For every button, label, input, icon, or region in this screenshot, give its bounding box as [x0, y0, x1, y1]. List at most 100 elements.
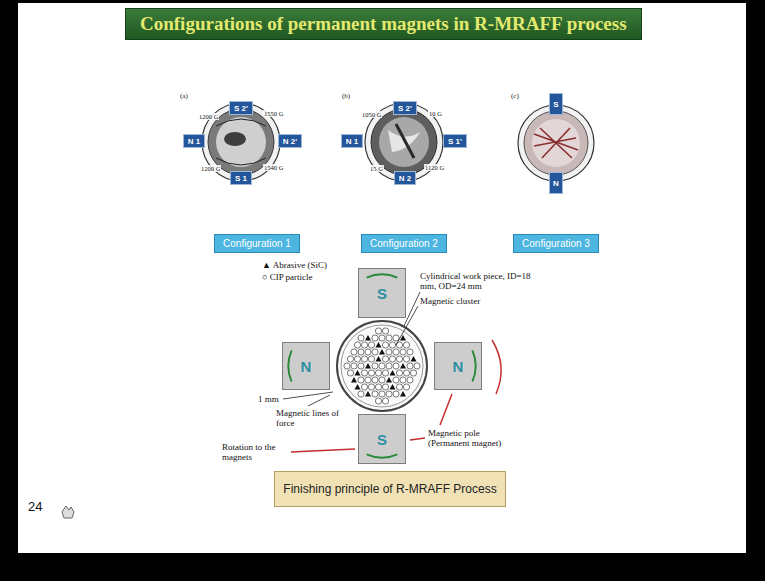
node-text: N 2 [399, 174, 411, 183]
cip-particle [393, 377, 399, 383]
magnet-tag: S 2' [393, 101, 417, 115]
cip-particle [389, 342, 395, 348]
annotation-line [440, 394, 452, 425]
magnetic-field-arc [367, 274, 398, 277]
node-text: N [453, 358, 464, 375]
cip-particle [403, 384, 409, 390]
node-text: S [377, 431, 387, 448]
cip-particle [361, 370, 367, 376]
cip-particle [347, 370, 353, 376]
configuration-button: Configuration 3 [513, 234, 599, 253]
particle-cluster [224, 132, 246, 146]
cip-particle [400, 377, 406, 383]
photo-rim [518, 105, 594, 181]
cip-particle [372, 391, 378, 397]
cip-particle [365, 377, 371, 383]
workpiece-ring [524, 111, 588, 175]
cip-particle [407, 377, 413, 383]
abrasive-particle [379, 349, 385, 355]
annotation-label: 1550 G [263, 110, 284, 117]
node-text: N 1 [188, 137, 200, 146]
annotation-label: (c) [511, 92, 519, 100]
cip-particle [375, 384, 381, 390]
annotation-label: (b) [342, 92, 350, 100]
magnetic-field-arc [472, 350, 475, 381]
node-text: S 1 [235, 174, 247, 183]
cip-particle [375, 328, 381, 334]
magnet-tag: S [549, 93, 563, 115]
node-text: S 2' [398, 104, 412, 113]
cip-particle [386, 335, 392, 341]
abrasive-particle [355, 384, 361, 390]
cip-particle [400, 349, 406, 355]
cip-particle [407, 349, 413, 355]
cip-particle [358, 335, 364, 341]
abrasive-particle [365, 363, 371, 369]
magnet-tag: N 1 [183, 134, 205, 148]
cip-particle [393, 335, 399, 341]
cip-particle [372, 349, 378, 355]
cip-particle [382, 342, 388, 348]
cip-particle [375, 398, 381, 404]
node-text: N [553, 179, 559, 188]
leader-line [308, 395, 330, 406]
cip-particle [403, 356, 409, 362]
annotation-label: 10 G [428, 110, 443, 117]
cip-particle [386, 363, 392, 369]
cip-particle [368, 370, 374, 376]
abrasive-particle [365, 335, 371, 341]
workpiece-cross-section [337, 321, 427, 411]
cip-particle [379, 377, 385, 383]
cip-particle [414, 363, 420, 369]
slide-number: 24 [28, 500, 42, 515]
node-text: S 2' [234, 104, 248, 113]
cip-particle [358, 363, 364, 369]
annotation-label: Rotation to the magnets [222, 442, 288, 463]
configuration-button: Configuration 1 [214, 234, 300, 253]
cip-particle [347, 356, 353, 362]
abrasive-particle [351, 377, 357, 383]
leader-line [283, 392, 333, 399]
cip-particle [351, 363, 357, 369]
cip-particle [396, 384, 402, 390]
cip-particle [407, 363, 413, 369]
slide-title: Configurations of permanent magnets in R… [140, 13, 627, 35]
magnet-pole: N [282, 342, 330, 390]
annotation-label: Magnetic cluster [420, 296, 480, 306]
abrasive-particle [390, 384, 396, 390]
cip-particle [361, 342, 367, 348]
sample-photo [518, 105, 594, 181]
cip-particle [368, 384, 374, 390]
magnet-tag: N 2 [394, 171, 416, 185]
cip-particle [386, 349, 392, 355]
cip-particle [393, 349, 399, 355]
annotation-label: 1 mm [258, 394, 279, 404]
abrasive-particle [355, 370, 361, 376]
particle-chains [534, 128, 578, 158]
cip-particle [382, 370, 388, 376]
magnet-pole: S [358, 414, 406, 464]
cip-particle [389, 356, 395, 362]
magnet-pole: N [434, 342, 482, 390]
annotation-label: 1050 G [361, 111, 382, 118]
particle-streak [396, 124, 414, 158]
annotation-label: 1540 G [263, 164, 284, 171]
cip-particle [382, 398, 388, 404]
cip-particle [382, 384, 388, 390]
cip-particle [354, 356, 360, 362]
magnet-tag: N 1 [341, 134, 363, 148]
node-text: Configuration 1 [223, 238, 291, 249]
cip-particle [351, 349, 357, 355]
cip-particle [344, 363, 350, 369]
cip-particle [361, 384, 367, 390]
annotation-label: Cylindrical work piece, ID=18 mm, OD=24 … [420, 271, 532, 292]
cip-particle [372, 335, 378, 341]
cip-particle [393, 363, 399, 369]
abrasive-particle [365, 391, 371, 397]
magnet-pole: S [358, 268, 406, 318]
node-text: S 1' [448, 137, 462, 146]
cip-particle [372, 377, 378, 383]
magnetic-field-arc [367, 454, 398, 457]
annotation-label: 15 G [369, 165, 384, 172]
abrasive-particle [376, 356, 382, 362]
